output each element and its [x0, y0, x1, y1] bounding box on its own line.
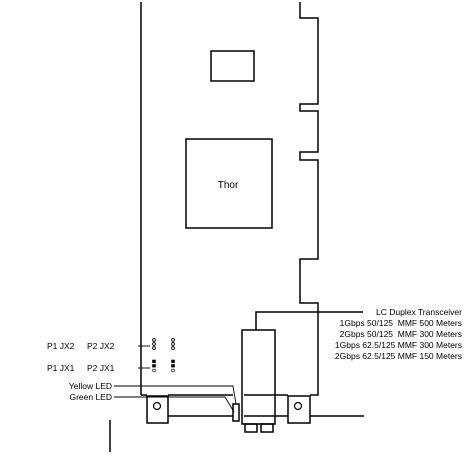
transceiver-spec-2: 2Gbps 50/125 MMF 300 Meters [340, 329, 462, 339]
thor-chip [185, 138, 273, 229]
transceiver-leader [255, 311, 363, 330]
transceiver-spec-4: 2Gbps 62.5/125 MMF 150 Meters [335, 351, 462, 361]
p2-jx2-label: P2 JX2 [87, 341, 115, 351]
transceiver-spec-3: 1Gbps 62.5/125 MMF 300 Meters [335, 340, 462, 350]
transceiver-spec-1: 1Gbps 50/125 MMF 500 Meters [340, 318, 462, 328]
left-bracket-foot [146, 395, 169, 424]
transceiver-title: LC Duplex Transceiver [376, 307, 462, 317]
jumper-pins [152, 338, 175, 350]
right-screw-hole [293, 401, 303, 411]
small-chip [210, 50, 255, 82]
p1-jx2-label: P1 JX2 [47, 341, 75, 351]
board-outline [140, 2, 319, 396]
p2-jx1-label: P2 JX1 [87, 363, 115, 373]
connector-jack-2 [260, 423, 274, 433]
right-bracket-foot [287, 395, 311, 424]
connector-jack-1 [244, 423, 258, 433]
green-led-leader [114, 396, 235, 413]
p1-jx1-label: P1 JX1 [47, 363, 75, 373]
thor-chip-label: Thor [218, 180, 239, 191]
green-led-label: Green LED [69, 392, 112, 402]
yellow-led-leader [114, 385, 237, 405]
left-screw-hole [152, 401, 162, 411]
led-bar [232, 403, 240, 422]
yellow-led-label: Yellow LED [69, 381, 112, 391]
transceiver-body [241, 329, 276, 425]
